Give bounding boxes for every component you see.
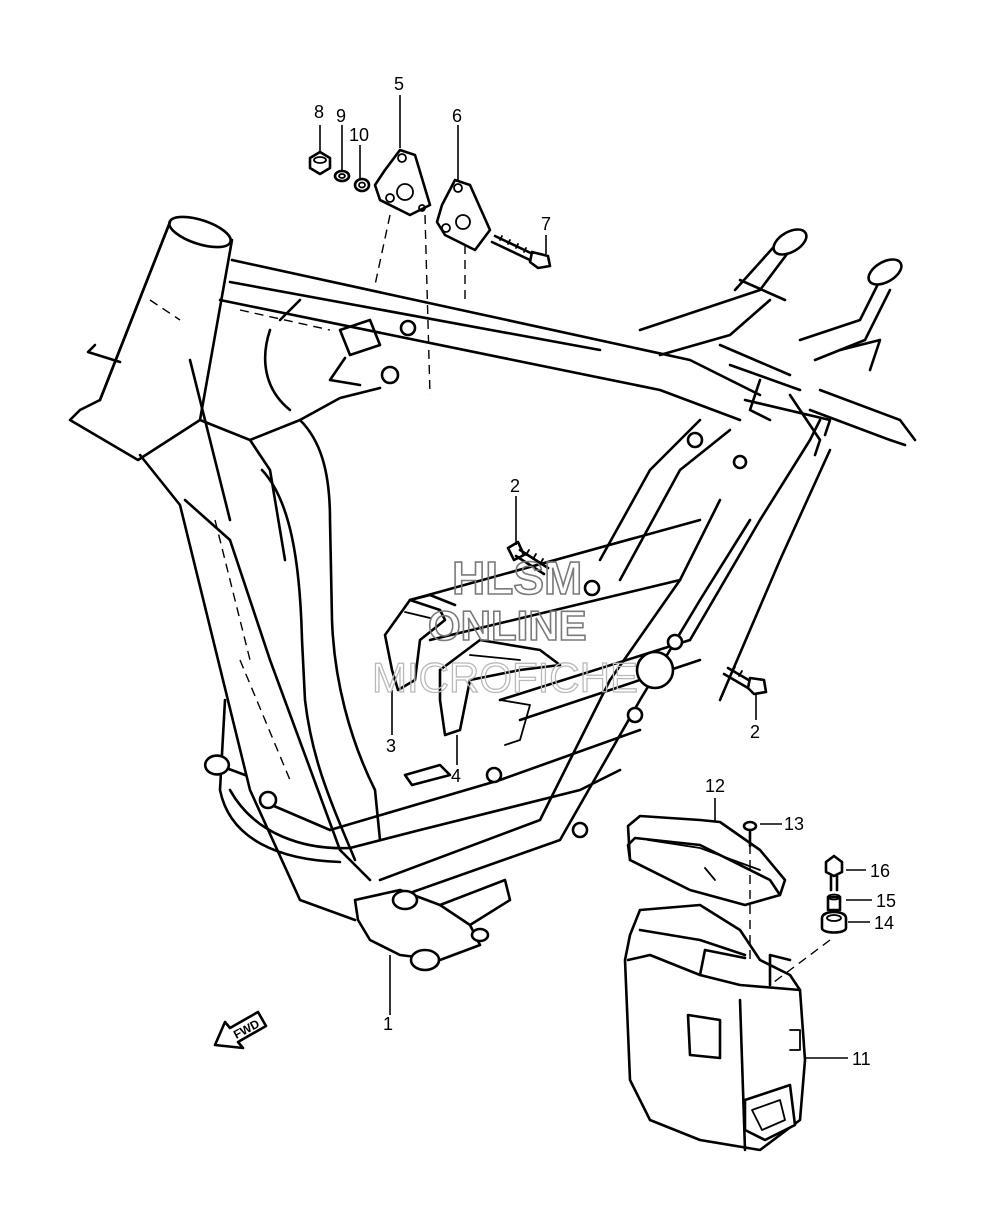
bolt-7 xyxy=(490,234,552,270)
upper-bracket-5 xyxy=(373,148,432,396)
callout-6: 6 xyxy=(452,106,462,126)
callout-9: 9 xyxy=(336,106,346,126)
watermark-line1: HLSM xyxy=(452,552,582,604)
leader-lines xyxy=(319,95,872,1059)
callout-3: 3 xyxy=(386,736,396,756)
bracket-4 xyxy=(403,638,562,787)
watermark-line3: MICROFICHE xyxy=(372,654,638,701)
callout-15: 15 xyxy=(876,891,896,911)
callout-7: 7 xyxy=(541,214,551,234)
nut-8 xyxy=(308,150,332,176)
callout-1: 1 xyxy=(383,1014,393,1034)
watermark: HLSM ONLINE MICROFICHE xyxy=(371,551,638,701)
callout-11: 11 xyxy=(852,1049,871,1069)
frame-body xyxy=(68,215,917,972)
bracket-3 xyxy=(383,593,457,692)
callout-2-upper: 2 xyxy=(510,476,520,496)
grommet-14 xyxy=(820,910,848,934)
washer-10 xyxy=(353,177,371,193)
collar-15 xyxy=(826,893,842,912)
callout-4: 4 xyxy=(451,766,461,786)
callout-10: 10 xyxy=(349,125,369,145)
washer-9 xyxy=(333,169,351,183)
callout-16: 16 xyxy=(870,861,890,881)
cover-12 xyxy=(626,814,787,907)
bolt-16 xyxy=(824,854,844,892)
callout-12: 12 xyxy=(705,776,725,796)
battery-box-11 xyxy=(623,903,807,1152)
screw-13 xyxy=(742,820,758,848)
callout-labels: 1 2 2 3 4 5 6 7 8 9 10 11 12 13 14 15 16 xyxy=(314,74,896,1069)
bolt-2-lower xyxy=(722,666,768,696)
fwd-arrow-icon: FWD xyxy=(213,1010,268,1050)
bolt-2-upper xyxy=(506,540,550,576)
callout-13: 13 xyxy=(784,814,804,834)
callout-2-lower: 2 xyxy=(750,722,760,742)
callout-8: 8 xyxy=(314,102,324,122)
upper-bracket-6 xyxy=(435,178,492,300)
watermark-line2: ONLINE xyxy=(428,602,587,649)
callout-14: 14 xyxy=(874,913,894,933)
callout-5: 5 xyxy=(394,74,404,94)
